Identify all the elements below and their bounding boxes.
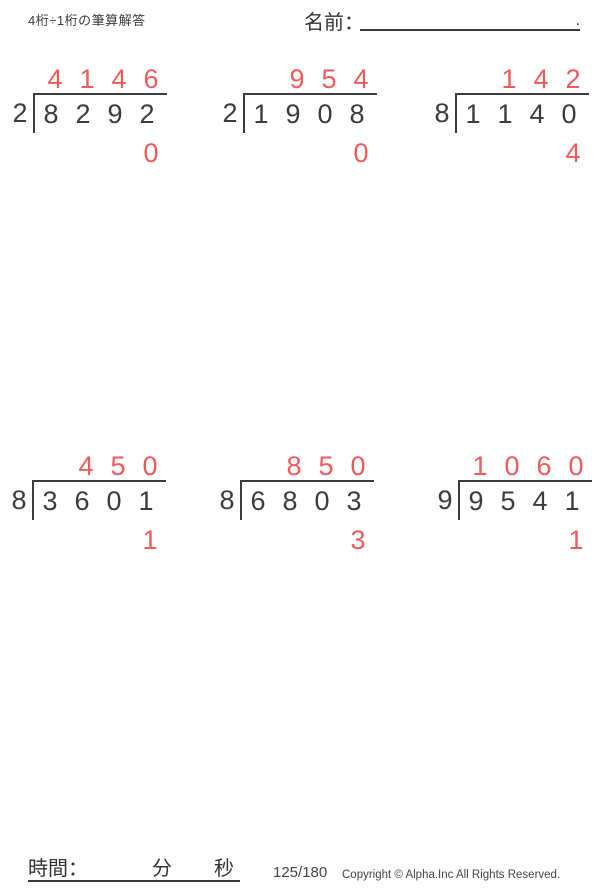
- dividend-digit: 4: [532, 485, 548, 516]
- dividend-row: 9 9 5 4 1: [432, 480, 592, 520]
- dividend-digit: 8: [43, 98, 59, 129]
- remainder: 0: [353, 138, 369, 168]
- quotient-digit: 1: [501, 64, 517, 94]
- quotient-digit: 0: [142, 451, 158, 481]
- seconds-label: 秒: [214, 858, 234, 880]
- remainder-row: 1: [560, 525, 592, 556]
- dividend-digit: 2: [139, 98, 155, 129]
- remainder: 1: [142, 525, 158, 555]
- page-number: 125/180: [273, 864, 328, 881]
- quotient-digit: 2: [565, 64, 581, 94]
- quotient-row: 4 5 0: [38, 451, 166, 480]
- remainder-row: 1: [134, 525, 166, 556]
- dividend-row: 2 8 2 9 2: [7, 93, 167, 133]
- name-blank-line: .: [360, 8, 580, 31]
- quotient-digit: 0: [350, 451, 366, 481]
- dividend-digit: 0: [317, 98, 333, 129]
- time-label: 時間：: [28, 858, 88, 880]
- quotient-digit: 5: [321, 64, 337, 94]
- quotient-row: 1 0 6 0: [464, 451, 592, 480]
- dividend-digit: 2: [75, 98, 91, 129]
- quotient-digit: 1: [472, 451, 488, 481]
- dividend-digit: 3: [42, 485, 58, 516]
- divisor: 2: [222, 97, 238, 128]
- quotient-digit: 8: [286, 451, 302, 481]
- dividend-digit: 1: [497, 98, 513, 129]
- division-bracket: 9 5 4 1: [458, 480, 592, 520]
- quotient-digit: 1: [79, 64, 95, 94]
- dividend-row: 8 6 8 0 3: [214, 480, 374, 520]
- name-label: 名前：: [304, 12, 364, 34]
- quotient-digit: 0: [504, 451, 520, 481]
- dividend-digit: 0: [561, 98, 577, 129]
- quotient-digit: 6: [143, 64, 159, 94]
- dividend-row: 8 3 6 0 1: [6, 480, 166, 520]
- worksheet-title: 4桁÷1桁の筆算解答: [28, 13, 146, 28]
- dividend-digit: 1: [138, 485, 154, 516]
- dividend-row: 2 1 9 0 8: [217, 93, 377, 133]
- remainder-row: 4: [557, 138, 589, 169]
- dividend-digit: 1: [465, 98, 481, 129]
- division-bracket: 1 9 0 8: [243, 93, 377, 133]
- remainder: 0: [143, 138, 159, 168]
- remainder: 3: [350, 525, 366, 555]
- divisor: 8: [434, 97, 450, 128]
- remainder: 1: [568, 525, 584, 555]
- dividend-digit: 0: [314, 485, 330, 516]
- dividend-digit: 5: [500, 485, 516, 516]
- quotient-digit: 4: [353, 64, 369, 94]
- quotient-digit: 4: [533, 64, 549, 94]
- quotient-row: 1 4 2: [461, 64, 589, 93]
- dividend-digit: 1: [253, 98, 269, 129]
- dividend-row: 8 1 1 4 0: [429, 93, 589, 133]
- quotient-digit: 6: [536, 451, 552, 481]
- quotient-digit: 4: [111, 64, 127, 94]
- division-problem-5: 8 5 0 8 6 8 0 3 3: [214, 451, 374, 556]
- division-bracket: 3 6 0 1: [32, 480, 166, 520]
- dividend-digit: 4: [529, 98, 545, 129]
- quotient-row: 9 5 4: [249, 64, 377, 93]
- dividend-digit: 8: [282, 485, 298, 516]
- division-bracket: 6 8 0 3: [240, 480, 374, 520]
- divisor: 2: [12, 97, 28, 128]
- division-bracket: 1 1 4 0: [455, 93, 589, 133]
- dividend-digit: 9: [468, 485, 484, 516]
- division-problem-6: 1 0 6 0 9 9 5 4 1 1: [432, 451, 592, 556]
- quotient-row: 8 5 0: [246, 451, 374, 480]
- dividend-digit: 1: [564, 485, 580, 516]
- remainder-row: 0: [345, 138, 377, 169]
- time-blank-line: 時間： 分 秒: [28, 852, 240, 882]
- copyright-text: Copyright © Alpha.Inc All Rights Reserve…: [342, 869, 561, 881]
- quotient-row: 4 1 4 6: [39, 64, 167, 93]
- dividend-digit: 9: [285, 98, 301, 129]
- quotient-digit: 5: [110, 451, 126, 481]
- quotient-digit: 9: [289, 64, 305, 94]
- quotient-digit: 4: [78, 451, 94, 481]
- dividend-digit: 6: [74, 485, 90, 516]
- dividend-digit: 8: [349, 98, 365, 129]
- quotient-digit: 0: [568, 451, 584, 481]
- dividend-digit: 6: [250, 485, 266, 516]
- dividend-digit: 0: [106, 485, 122, 516]
- minutes-label: 分: [152, 858, 172, 880]
- divisor: 8: [11, 484, 27, 515]
- quotient-digit: 4: [47, 64, 63, 94]
- remainder-row: 3: [342, 525, 374, 556]
- remainder: 4: [565, 138, 581, 168]
- division-problem-1: 4 1 4 6 2 8 2 9 2 0: [7, 64, 167, 169]
- division-problem-3: 1 4 2 8 1 1 4 0 4: [429, 64, 589, 169]
- dividend-digit: 3: [346, 485, 362, 516]
- quotient-digit: 5: [318, 451, 334, 481]
- division-problem-4: 4 5 0 8 3 6 0 1 1: [6, 451, 166, 556]
- division-problem-2: 9 5 4 2 1 9 0 8 0: [217, 64, 377, 169]
- divisor: 9: [437, 484, 453, 515]
- division-bracket: 8 2 9 2: [33, 93, 167, 133]
- dividend-digit: 9: [107, 98, 123, 129]
- remainder-row: 0: [135, 138, 167, 169]
- divisor: 8: [219, 484, 235, 515]
